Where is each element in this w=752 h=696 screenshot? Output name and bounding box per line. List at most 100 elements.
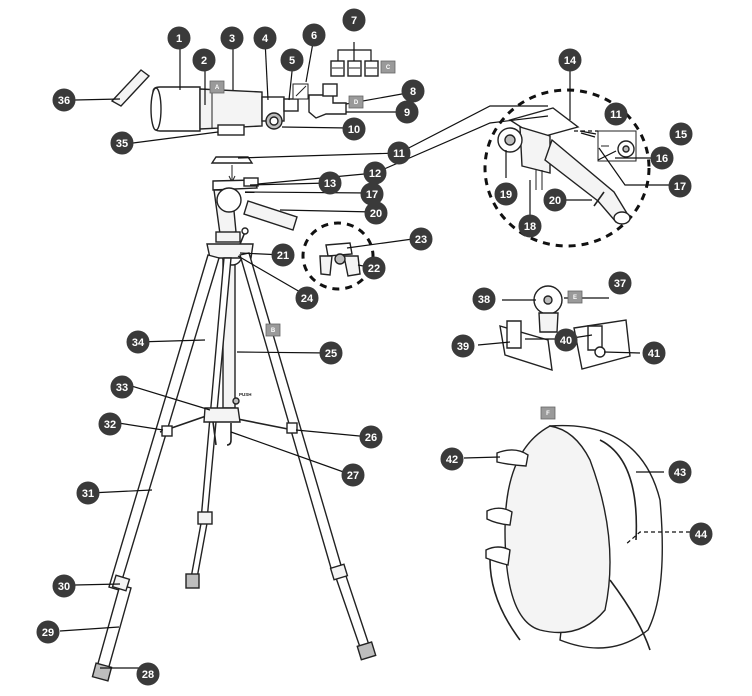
callout-circle [554, 328, 578, 352]
tag-letter: F [546, 411, 550, 417]
callout-number: 38 [478, 294, 490, 306]
callout-circle [440, 447, 464, 471]
callout-number: 18 [524, 221, 536, 233]
dovetail-shoe [217, 124, 245, 136]
callout-number: 42 [446, 454, 458, 466]
callout-number: 35 [116, 138, 128, 150]
tag-box [540, 406, 556, 420]
callout-circle [98, 412, 122, 436]
callout-35: 35 [110, 131, 134, 155]
callout-30: 30 [52, 574, 76, 598]
tripod [91, 227, 377, 682]
callout-circle [668, 460, 692, 484]
callout-circle [280, 48, 304, 72]
callout-8: 8 [401, 79, 425, 103]
callout-number: 22 [368, 263, 380, 275]
callout-22: 22 [362, 256, 386, 280]
callout-circle [341, 463, 365, 487]
callout-33: 33 [110, 375, 134, 399]
callout-number: 7 [351, 15, 357, 27]
dust-cap [110, 69, 151, 107]
callout-circle [604, 102, 628, 126]
callout-circle [110, 131, 134, 155]
callout-circle [689, 522, 713, 546]
callout-number: 21 [277, 250, 289, 262]
callout-31: 31 [76, 481, 100, 505]
callout-20: 20 [364, 201, 388, 225]
star-diagonal [308, 94, 347, 119]
callout-number: 4 [262, 33, 269, 45]
callout-number: 40 [560, 335, 572, 347]
callout-circle [642, 341, 666, 365]
callout-number: 8 [410, 86, 416, 98]
tag-letter: A [215, 85, 220, 91]
callout-number: 17 [674, 181, 686, 193]
callout-number: 5 [289, 55, 295, 67]
callout-number: 17 [366, 189, 378, 201]
callout-40: 40 [554, 328, 578, 352]
callout-number: 43 [674, 467, 686, 479]
callout-circle [253, 26, 277, 50]
backpack [485, 424, 663, 651]
callout-number: 33 [116, 382, 128, 394]
callout-number: 44 [695, 529, 708, 541]
callout-circle [167, 26, 191, 50]
callout-number: 19 [500, 189, 512, 201]
tag-box [348, 95, 364, 109]
callout-circle [387, 141, 411, 165]
callout-23: 23 [409, 227, 433, 251]
callout-4: 4 [253, 26, 277, 50]
callout-13: 13 [318, 171, 342, 195]
callout-32: 32 [98, 412, 122, 436]
callout-18: 18 [518, 214, 542, 238]
callout-34: 34 [126, 330, 150, 354]
callout-25: 25 [319, 341, 343, 365]
callout-circle [543, 188, 567, 212]
callout-circle [126, 330, 150, 354]
tag-letter: B [271, 328, 276, 334]
callout-circle [364, 201, 388, 225]
callout-number: 23 [415, 234, 427, 246]
pan-tilt-head [212, 177, 298, 243]
callout-20: 20 [543, 188, 567, 212]
callout-2: 2 [192, 48, 216, 72]
clamp-detail-inset [301, 221, 375, 291]
callout-14: 14 [558, 48, 582, 72]
callout-38: 38 [472, 287, 496, 311]
tag-box [380, 60, 396, 74]
callout-number: 1 [176, 33, 182, 45]
callout-29: 29 [36, 620, 60, 644]
callout-number: 30 [58, 581, 70, 593]
callout-26: 26 [359, 425, 383, 449]
callout-circle [362, 256, 386, 280]
callout-number: 29 [42, 627, 54, 639]
callout-16: 16 [650, 146, 674, 170]
callout-number: 9 [404, 107, 410, 119]
callout-19: 19 [494, 182, 518, 206]
callout-circle [36, 620, 60, 644]
telescope-assembly [110, 42, 379, 184]
callout-circle [359, 425, 383, 449]
callout-number: 6 [311, 30, 317, 42]
tripod-leg-right [239, 252, 344, 576]
callout-5: 5 [280, 48, 304, 72]
callout-number: 10 [348, 124, 360, 136]
callout-number: 11 [393, 148, 405, 160]
callout-circle [518, 214, 542, 238]
tag-f: F [540, 406, 556, 420]
callout-11: 11 [387, 141, 411, 165]
callout-circle [192, 48, 216, 72]
callout-number: 14 [564, 55, 577, 67]
callout-37: 37 [608, 271, 632, 295]
tag-box [209, 80, 225, 94]
callout-circle [342, 117, 366, 141]
callout-number: 32 [104, 419, 116, 431]
callout-number: 26 [365, 432, 377, 444]
callout-number: 24 [301, 293, 314, 305]
callout-circle [52, 574, 76, 598]
callout-28: 28 [136, 662, 160, 686]
callout-41: 41 [642, 341, 666, 365]
quick-release-plate [210, 156, 254, 164]
callout-circle [668, 174, 692, 198]
